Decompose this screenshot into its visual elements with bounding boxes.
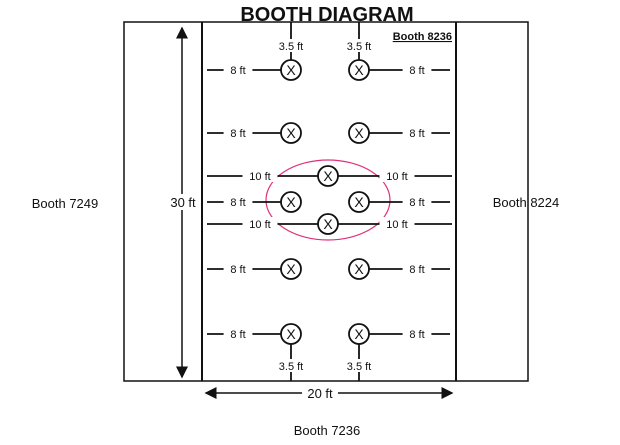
top-gap-label: 3.5 ft xyxy=(279,41,303,53)
diagram-title: BOOTH DIAGRAM xyxy=(240,4,413,26)
table-marker-symbol: X xyxy=(286,62,296,78)
spacing-label-left-bg xyxy=(223,195,253,208)
table-marker-symbol: X xyxy=(354,326,364,342)
spacing-label-left: 8 ft xyxy=(230,65,245,77)
spacing-label-left-bg xyxy=(223,327,253,340)
bottom-gap-label-bg xyxy=(338,359,380,372)
spacing-label-left-bg xyxy=(223,63,253,76)
table-marker-symbol: X xyxy=(323,216,333,232)
table-marker xyxy=(280,191,302,213)
spacing-label-right: 8 ft xyxy=(409,197,424,209)
spacing-label-right-bg xyxy=(379,169,415,182)
table-marker xyxy=(317,165,339,187)
spacing-label-right-bg xyxy=(402,327,432,340)
spacing-label-left: 8 ft xyxy=(230,264,245,276)
spacing-label-right: 8 ft xyxy=(409,264,424,276)
spacing-label-right: 10 ft xyxy=(386,171,407,183)
table-marker xyxy=(348,122,370,144)
table-marker xyxy=(348,258,370,280)
floor-outline xyxy=(123,21,529,382)
table-marker-symbol: X xyxy=(286,326,296,342)
table-marker-symbol: X xyxy=(354,194,364,210)
bottom-gap-label: 3.5 ft xyxy=(279,361,303,373)
table-marker-symbol: X xyxy=(354,261,364,277)
top-gap-label-bg xyxy=(338,39,380,52)
spacing-label-left-bg xyxy=(223,262,253,275)
spacing-label-right-bg xyxy=(379,217,415,230)
top-gap-label-bg xyxy=(270,39,312,52)
bottom-gap-label-bg xyxy=(270,359,312,372)
booth-number: Booth 8236 xyxy=(393,31,452,43)
table-marker-symbol: X xyxy=(286,194,296,210)
table-marker xyxy=(280,258,302,280)
table-marker xyxy=(280,122,302,144)
depth-label: 30 ft xyxy=(170,195,196,210)
spacing-label-left: 8 ft xyxy=(230,197,245,209)
neighbor-booth-right: Booth 8224 xyxy=(493,195,560,210)
table-marker xyxy=(348,191,370,213)
table-marker-symbol: X xyxy=(286,261,296,277)
spacing-label-left: 8 ft xyxy=(230,329,245,341)
spacing-label-right-bg xyxy=(402,195,432,208)
neighbor-booth-left: Booth 7249 xyxy=(32,196,99,211)
table-marker-symbol: X xyxy=(323,168,333,184)
highlight-ellipse xyxy=(265,159,391,241)
spacing-label-left: 8 ft xyxy=(230,128,245,140)
spacing-label-right-bg xyxy=(402,262,432,275)
width-label: 20 ft xyxy=(307,386,333,401)
spacing-label-right-bg xyxy=(402,63,432,76)
spacing-label-right-bg xyxy=(402,126,432,139)
table-marker-symbol: X xyxy=(354,125,364,141)
spacing-label-left: 10 ft xyxy=(249,171,270,183)
table-marker-symbol: X xyxy=(354,62,364,78)
spacing-label-left-bg xyxy=(223,126,253,139)
spacing-label-left: 10 ft xyxy=(249,219,270,231)
spacing-label-right: 8 ft xyxy=(409,128,424,140)
bottom-gap-label: 3.5 ft xyxy=(347,361,371,373)
spacing-label-left-bg xyxy=(242,217,278,230)
top-gap-label: 3.5 ft xyxy=(347,41,371,53)
spacing-label-right: 8 ft xyxy=(409,65,424,77)
table-marker-symbol: X xyxy=(286,125,296,141)
spacing-label-right: 10 ft xyxy=(386,219,407,231)
neighbor-booth-bottom: Booth 7236 xyxy=(294,423,361,438)
spacing-label-right: 8 ft xyxy=(409,329,424,341)
spacing-label-left-bg xyxy=(242,169,278,182)
table-marker xyxy=(317,213,339,235)
